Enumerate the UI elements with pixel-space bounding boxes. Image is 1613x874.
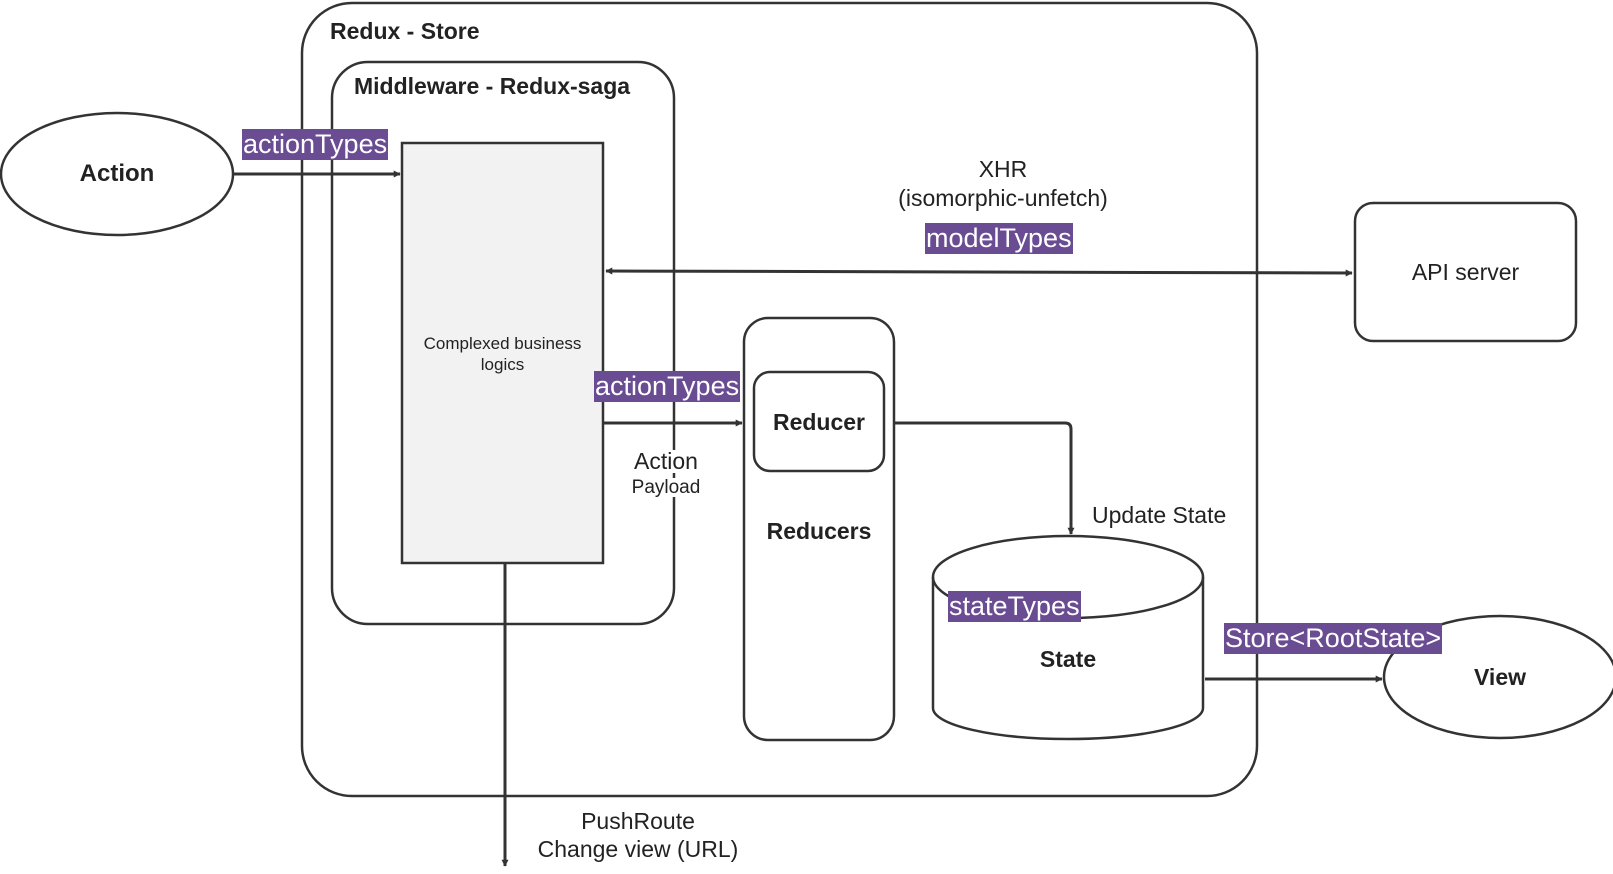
- state-label: State: [1039, 646, 1097, 672]
- push-route-label: PushRoute: [581, 808, 695, 834]
- redux-store-container: [300, 1, 1259, 798]
- reducers-title: Reducers: [766, 518, 872, 544]
- middleware-container: [330, 60, 676, 626]
- reducer-to-state-arrow: [895, 421, 1075, 535]
- reducers-container: [742, 316, 896, 742]
- middleware-title: Middleware - Redux-saga: [354, 73, 631, 99]
- business-logic-label: Complexed business logics: [423, 334, 582, 374]
- view-label: View: [1474, 664, 1526, 690]
- logic-api-xhr-arrow: [605, 267, 1353, 277]
- api-server-box: [1353, 201, 1578, 343]
- api-server-label: API server: [1411, 259, 1520, 285]
- change-view-label: Change view (URL): [537, 836, 739, 862]
- update-state-label: Update State: [1092, 502, 1227, 528]
- store-root-state-tag: Store<RootState>: [1224, 623, 1443, 654]
- reducer-label: Reducer: [772, 409, 866, 435]
- redux-store-title: Redux - Store: [330, 18, 480, 44]
- action-payload-label: Action: [616, 450, 716, 473]
- action-types-input-tag: actionTypes: [242, 129, 389, 160]
- state-cylinder: [931, 577, 1205, 741]
- action-payload-sublabel: Payload: [616, 478, 716, 497]
- reducer-box: [752, 370, 886, 473]
- xhr-library-label: (isomorphic-unfetch): [898, 185, 1108, 211]
- model-types-tag: modelTypes: [925, 223, 1073, 254]
- xhr-label: XHR: [978, 156, 1028, 182]
- state-types-tag: stateTypes: [948, 591, 1081, 622]
- action-label: Action: [79, 160, 155, 187]
- business-logic-box: [400, 141, 605, 565]
- action-types-output-tag: actionTypes: [594, 371, 741, 402]
